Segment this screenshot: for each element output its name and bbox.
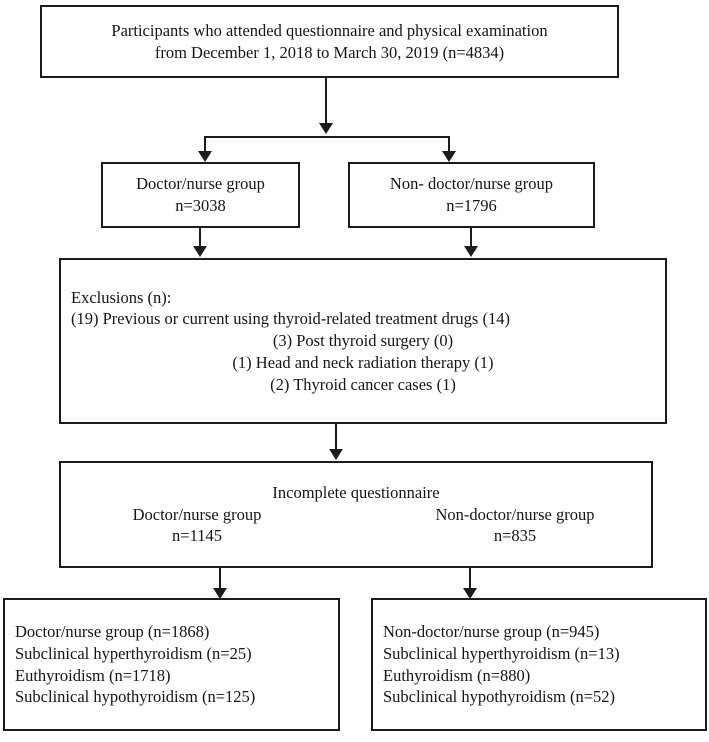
node-final-non-doctor-nurse: Non-doctor/nurse group (n=945) Subclinic… (371, 598, 707, 731)
connector-doctor-to-exclusions (199, 228, 201, 247)
arrowhead-final-right (463, 588, 477, 599)
exclusions-heading: Exclusions (n): (71, 287, 172, 307)
incomplete-right-label: Non-doctor/nurse group (435, 504, 595, 524)
connector-enrollment-stem (325, 78, 327, 124)
node-final-doctor-nurse: Doctor/nurse group (n=1868) Subclinical … (3, 598, 340, 731)
arrowhead-split-left (198, 151, 212, 162)
connector-incomplete-to-final-right (469, 568, 471, 589)
exclusions-item-3: (1) Head and neck radiation therapy (1) (232, 352, 494, 372)
node-non-doctor-nurse-group: Non- doctor/nurse group n=1796 (348, 162, 595, 228)
non-doctor-group-label: Non- doctor/nurse group (389, 174, 554, 194)
doctor-group-count: n=3038 (175, 196, 226, 215)
incomplete-heading: Incomplete questionnaire (272, 482, 440, 502)
incomplete-group-labels: Doctor/nurse group Non-doctor/nurse grou… (61, 504, 651, 526)
arrowhead-doctor-to-exclusions (193, 246, 207, 257)
final-doctor-line-4: Subclinical hypothyroidism (n=125) (15, 687, 256, 707)
doctor-group-label: Doctor/nurse group (136, 174, 265, 194)
final-non-doctor-line-3: Euthyroidism (n=880) (383, 665, 531, 685)
arrowhead-non-doctor-to-exclusions (464, 246, 478, 257)
enrollment-line-1: Participants who attended questionnaire … (111, 20, 548, 40)
incomplete-left-label: Doctor/nurse group (132, 504, 262, 524)
arrowhead-split-right (442, 151, 456, 162)
connector-exclusions-to-incomplete (335, 424, 337, 450)
connector-split-bar (204, 136, 450, 138)
connector-incomplete-to-final-left (219, 568, 221, 589)
incomplete-left-count: n=1145 (172, 526, 222, 546)
incomplete-right-count: n=835 (493, 526, 537, 546)
exclusions-item-2: (3) Post thyroid surgery (0) (272, 331, 454, 351)
exclusions-item-1: (19) Previous or current using thyroid-r… (71, 309, 510, 329)
node-incomplete-questionnaire: Incomplete questionnaire Doctor/nurse gr… (59, 461, 653, 568)
final-non-doctor-line-2: Subclinical hyperthyroidism (n=13) (383, 643, 620, 663)
arrowhead-enrollment-stem (319, 123, 333, 134)
node-doctor-nurse-group: Doctor/nurse group n=3038 (101, 162, 300, 228)
connector-split-right (448, 136, 450, 153)
final-non-doctor-line-4: Subclinical hypothyroidism (n=52) (383, 687, 616, 707)
enrollment-line-2: from December 1, 2018 to March 30, 2019 … (154, 42, 505, 62)
arrowhead-exclusions-to-incomplete (329, 449, 343, 460)
node-exclusions: Exclusions (n): (19) Previous or current… (59, 258, 667, 424)
final-doctor-line-3: Euthyroidism (n=1718) (15, 665, 171, 685)
non-doctor-group-count: n=1796 (446, 196, 497, 215)
connector-non-doctor-to-exclusions (470, 228, 472, 247)
exclusions-item-4: (2) Thyroid cancer cases (1) (270, 374, 456, 394)
incomplete-group-counts: n=1145 n=835 (61, 525, 651, 547)
connector-split-left (204, 136, 206, 153)
final-doctor-line-1: Doctor/nurse group (n=1868) (15, 621, 210, 641)
arrowhead-final-left (213, 588, 227, 599)
node-enrollment: Participants who attended questionnaire … (40, 5, 619, 78)
final-doctor-line-2: Subclinical hyperthyroidism (n=25) (15, 643, 252, 663)
final-non-doctor-line-1: Non-doctor/nurse group (n=945) (383, 621, 600, 641)
